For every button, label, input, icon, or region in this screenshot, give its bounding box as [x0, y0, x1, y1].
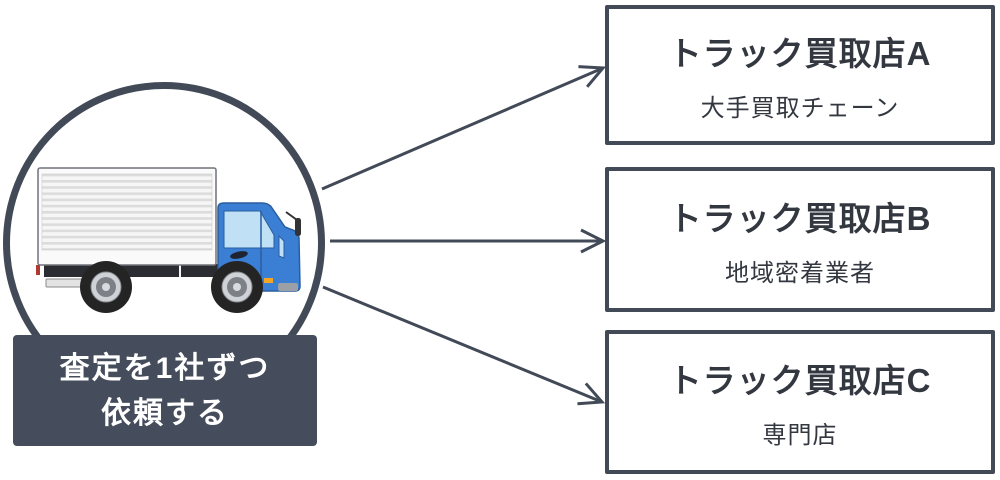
arrow-to-shop-a — [321, 65, 607, 191]
shop-subtitle: 専門店 — [762, 422, 838, 449]
truck-windshield — [278, 234, 285, 259]
truck-taillight — [36, 265, 40, 275]
shop-subtitle: 大手買取チェーン — [700, 95, 900, 122]
truck-front-wheel — [211, 261, 263, 313]
shop-name: トラック買取店B — [668, 199, 932, 237]
truck-marker-light — [264, 278, 273, 283]
seller-caption: 査定を1社ずつ 依頼する — [13, 335, 317, 446]
shop-card-b: トラック買取店B 地域密着業者 — [605, 167, 995, 312]
shop-name: トラック買取店A — [668, 35, 932, 72]
shop-card-c: トラック買取店C 専門店 — [605, 330, 995, 474]
box-truck-icon — [36, 167, 301, 313]
seller-caption-line2: 依頼する — [101, 396, 229, 430]
shop-name: トラック買取店C — [668, 362, 932, 399]
arrow-to-shop-c — [322, 285, 606, 406]
shop-subtitle: 地域密着業者 — [725, 259, 875, 287]
truck-mirror — [295, 218, 301, 236]
truck-bumper — [278, 283, 298, 291]
seller-caption-line1: 査定を1社ずつ — [59, 351, 271, 385]
truck-door-handle — [230, 251, 248, 259]
truck-rear-wheel — [80, 261, 132, 313]
shop-card-a: トラック買取店A 大手買取チェーン — [605, 5, 995, 145]
